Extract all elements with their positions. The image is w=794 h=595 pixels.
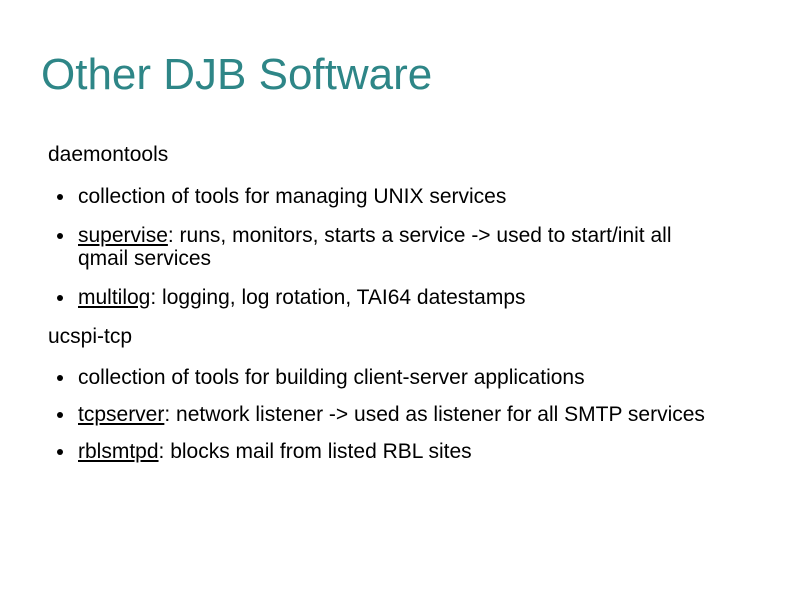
bullet-body: : network listener -> used as listener f… xyxy=(164,402,705,426)
section-heading-ucspi-tcp: ucspi-tcp xyxy=(48,324,133,348)
bullet-item: multilog: logging, log rotation, TAI64 d… xyxy=(57,286,716,309)
bullet-icon xyxy=(57,411,63,418)
bullet-item: collection of tools for managing UNIX se… xyxy=(57,185,716,208)
bullet-term: multilog xyxy=(78,285,151,309)
bullet-text: collection of tools for managing UNIX se… xyxy=(78,185,506,208)
bullet-item: collection of tools for building client-… xyxy=(57,366,716,389)
bullet-icon xyxy=(57,232,63,239)
section-heading-daemontools: daemontools xyxy=(48,142,169,166)
bullet-body: collection of tools for managing UNIX se… xyxy=(78,184,507,208)
section-daemontools: daemontools collection of tools for mana… xyxy=(0,143,794,309)
bullet-body: : blocks mail from listed RBL sites xyxy=(158,439,472,463)
bullet-body: : logging, log rotation, TAI64 datestamp… xyxy=(150,285,526,309)
bullet-icon xyxy=(57,374,63,381)
bullet-item: rblsmtpd: blocks mail from listed RBL si… xyxy=(57,440,716,463)
bullet-icon xyxy=(57,193,63,200)
bullet-term: supervise xyxy=(78,223,168,247)
bullet-body: : runs, monitors, starts a service -> us… xyxy=(78,223,672,270)
bullet-text: tcpserver: network listener -> used as l… xyxy=(78,403,705,426)
bullet-text: multilog: logging, log rotation, TAI64 d… xyxy=(78,286,526,309)
bullet-icon xyxy=(57,294,63,301)
bullet-list-daemontools: collection of tools for managing UNIX se… xyxy=(57,185,716,309)
section-ucspi-tcp: ucspi-tcp collection of tools for buildi… xyxy=(0,325,794,463)
bullet-icon xyxy=(57,448,63,455)
bullet-text: rblsmtpd: blocks mail from listed RBL si… xyxy=(78,440,472,463)
bullet-term: tcpserver xyxy=(78,402,165,426)
bullet-term: rblsmtpd xyxy=(78,439,159,463)
bullet-item: tcpserver: network listener -> used as l… xyxy=(57,403,716,426)
bullet-item: supervise: runs, monitors, starts a serv… xyxy=(57,224,716,270)
bullet-body: collection of tools for building client-… xyxy=(78,365,585,389)
bullet-text: supervise: runs, monitors, starts a serv… xyxy=(78,224,672,270)
bullet-list-ucspi-tcp: collection of tools for building client-… xyxy=(57,366,716,463)
bullet-text: collection of tools for building client-… xyxy=(78,366,585,389)
slide-title: Other DJB Software xyxy=(41,50,433,99)
